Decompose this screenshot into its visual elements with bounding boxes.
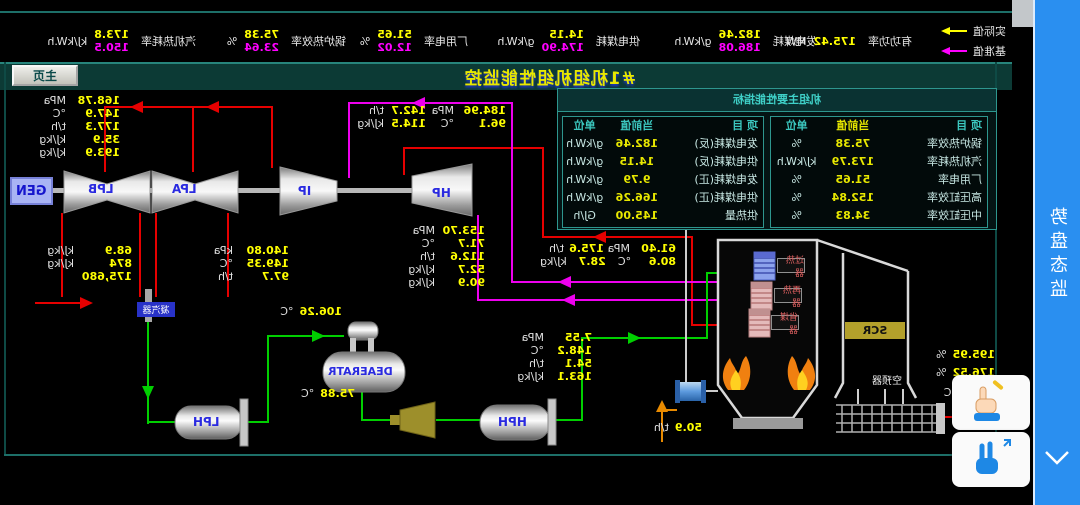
reheater-label: 再热器 <box>774 286 802 309</box>
top-divider <box>0 11 1012 13</box>
top-right-strip <box>1012 0 1033 27</box>
deaerator-head <box>347 321 379 341</box>
superheater-coil <box>753 251 776 281</box>
economizer-label: 省煤器 <box>771 313 799 336</box>
hph-plate <box>547 398 557 446</box>
deaerator-inlet-value: 106.26°C <box>280 305 342 318</box>
hph-label: HPH <box>498 415 527 429</box>
frame-bottom <box>4 454 997 456</box>
flame-left-icon <box>722 356 751 390</box>
lpa-label: LPA <box>172 182 197 196</box>
aux-lines-gray <box>685 216 718 392</box>
deaerator-vessel <box>322 351 406 393</box>
home-button[interactable]: 主页 <box>12 65 78 86</box>
frame-right <box>995 62 997 456</box>
reheat-pipes-magenta <box>348 102 729 301</box>
green-arrows <box>142 330 641 399</box>
magenta-arrows <box>412 97 575 306</box>
tap-hand-icon <box>974 380 1004 421</box>
pump-flange-l <box>675 380 680 403</box>
lph-label: LPH <box>193 415 220 429</box>
flame-right-icon <box>787 356 816 390</box>
bfpt-nozzle <box>390 415 401 425</box>
lpb-label: LPB <box>88 182 114 196</box>
furnace-pedestal <box>733 418 803 429</box>
pump-flange-r <box>701 380 706 403</box>
lpb-turbine <box>63 170 151 214</box>
water-pipes-green <box>147 272 729 424</box>
hp-label: HP <box>432 186 451 200</box>
ip-label: IP <box>298 184 312 198</box>
table-header: 项 目当前值单位 <box>785 119 982 132</box>
scr-label: SCR <box>862 324 888 337</box>
air-preheater <box>836 404 942 433</box>
rear-pass <box>816 238 918 399</box>
sidebar-chevron[interactable] <box>1040 448 1076 468</box>
orange-arrow <box>656 400 668 412</box>
red-arrows <box>80 101 606 309</box>
table-title: 机组主要性能指标 <box>558 89 996 112</box>
swipe-hand-icon <box>976 439 1011 474</box>
economizer-coil <box>748 308 771 338</box>
table-header: 项 目当前值单位 <box>573 119 758 132</box>
gesture-card-tap[interactable] <box>952 375 1030 430</box>
scr-box <box>845 322 905 339</box>
ip-turbine <box>279 166 338 216</box>
sidebar-label: 势盘态监 <box>1050 207 1068 300</box>
boiler-right-value-1: 195.95% <box>936 348 995 361</box>
air-preheater-label: 空预器 <box>872 376 902 387</box>
sidebar[interactable] <box>1033 0 1080 505</box>
frame-left <box>4 62 6 456</box>
gen-label: GEN <box>16 183 47 199</box>
blue-pump-body <box>680 382 702 401</box>
preheater-plate <box>936 403 945 434</box>
steam-pipes-red <box>35 106 990 418</box>
gesture-card-swipe[interactable] <box>952 432 1030 487</box>
reheater-coil <box>750 281 773 311</box>
title-strip <box>0 62 1012 90</box>
deaerator-temp-value: 75.88°C <box>301 387 355 400</box>
lph-plate <box>239 398 249 447</box>
deaerator-label: DEAERATR <box>328 365 393 378</box>
generator: GEN <box>10 177 53 205</box>
bfpt-pump <box>399 401 436 439</box>
deaerator-pipe2 <box>368 338 374 353</box>
lpa-turbine <box>151 170 239 214</box>
superheater-label: 过热器 <box>777 256 805 279</box>
preheater-supports <box>857 389 904 404</box>
hp-turbine <box>411 163 473 217</box>
condenser-label: 凝汽器 <box>137 302 175 317</box>
deaerator-pipe1 <box>350 338 356 353</box>
